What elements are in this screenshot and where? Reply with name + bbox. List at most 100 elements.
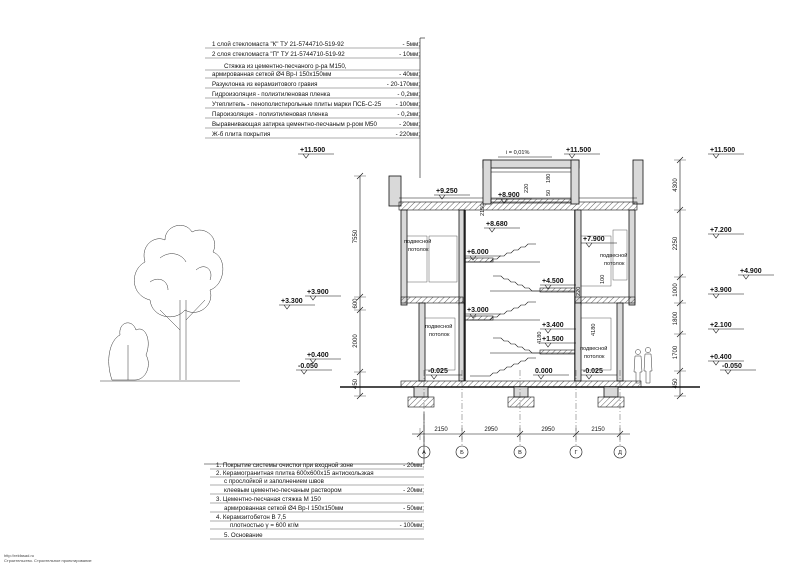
floor-layer-value: - 20мм; xyxy=(403,487,424,494)
level-l-3300: +3.300 xyxy=(281,298,303,305)
roof-layer-value: - 0,2мм; xyxy=(397,91,420,98)
inner-dimension: 180 xyxy=(546,174,552,183)
roof-layer-value: - 20мм; xyxy=(399,121,420,128)
inner-dimension: 4180 xyxy=(537,332,543,344)
floor-layer-name: плотностью γ = 600 кг/м xyxy=(230,522,299,529)
vertical-dimension: 4300 xyxy=(673,178,679,192)
inner-dimension: 100 xyxy=(600,275,606,284)
roof-layer-name: 2 слоя стекломаста "П" ТУ 21-5744710-519… xyxy=(212,51,345,58)
inner-dimension: 220 xyxy=(524,184,530,193)
ceiling-label: подвесной xyxy=(600,252,627,259)
floor-layer-name: 1. Покрытие системы очистки при входной … xyxy=(216,462,354,469)
axis-label: В xyxy=(518,450,522,456)
level-l-4900: +4.900 xyxy=(740,268,762,275)
floor-layer-value: - 100мм; xyxy=(400,522,425,529)
level-l-9250: +9.250 xyxy=(436,188,458,195)
level-l-8680: +8.680 xyxy=(486,221,508,228)
ceiling-labels: подвесной потолок подвесной потолок подвесно… xyxy=(404,238,627,360)
people-illustration xyxy=(633,347,653,384)
roof-layer-name: Разуклонка из керамзитового гравия xyxy=(212,81,317,88)
ceiling-label-line2: потолок xyxy=(429,332,450,338)
level-l-0025-a: -0.025 xyxy=(428,368,448,375)
floor-layer-name: 2. Керамогранитная плитка 600х600х15 ант… xyxy=(216,470,374,477)
level-l-3900-right: +3.900 xyxy=(710,287,732,294)
roof-layer-value: - 40мм; xyxy=(399,71,420,78)
inner-dimension: 220 xyxy=(576,287,582,296)
roof-layer-name: Утеплитель - пенополистирольные плиты ма… xyxy=(212,101,382,108)
level-l-3000: +3.000 xyxy=(467,307,489,314)
axis-label: Б xyxy=(460,450,464,456)
level-l-top-left: +11.500 xyxy=(300,147,325,154)
ceiling-label-line2: потолок xyxy=(584,354,605,360)
axis-dimension: 2950 xyxy=(541,427,555,433)
footer-credits: http://rekfasad.ru Строительство. Строит… xyxy=(4,553,92,563)
vertical-dimension: 2000 xyxy=(353,334,359,348)
level-marks: +11.500 +11.500 +11.500 +9.250 +8.900 +8.680 +… xyxy=(279,147,774,380)
level-l-top-right: +11.500 xyxy=(710,147,735,154)
level-l-0000: 0.000 xyxy=(535,368,553,375)
vertical-dimension: 7550 xyxy=(353,229,359,243)
inner-dimension: 4180 xyxy=(591,324,597,336)
ceiling-label: подвесной xyxy=(580,345,607,352)
level-l-top-mid: +11.500 xyxy=(566,147,591,154)
level-l-0400-left: +0.400 xyxy=(307,352,329,359)
roof-layer-name: армированная сеткой Ø4 Вр-I 150х150мм xyxy=(212,71,331,78)
floor-layer-name: 3. Цементно-песчаная стяжка М 150 xyxy=(216,496,321,503)
level-l-0400-right: +0.400 xyxy=(710,354,732,361)
inner-dimension: 50 xyxy=(546,190,552,196)
roof-layer-name: Стяжка из цементно-песчаного р-ра М150, xyxy=(224,63,347,70)
floor-layer-name: с прослойкой и заполнением швов xyxy=(224,478,325,485)
axis-dimension: 2950 xyxy=(484,427,498,433)
level-l-1500: +1.500 xyxy=(542,336,564,343)
level-l-3400: +3.400 xyxy=(542,322,564,329)
roof-layer-value: - 20-170мм; xyxy=(387,81,421,88)
roof-layer-name: Пароизоляция - полиэтиленовая пленка xyxy=(212,111,328,118)
roof-layers-legend: 1 слой стекломаста "К" ТУ 21-5744710-519… xyxy=(205,37,425,178)
svg-text:http://rekfasad.ru: http://rekfasad.ru xyxy=(4,553,34,558)
floor-layers-legend: 1. Покрытие системы очистки при входной … xyxy=(204,412,425,540)
floor-layer-value: - 20мм; xyxy=(403,462,424,469)
level-l-0050-right: -0.050 xyxy=(722,363,742,370)
vertical-dimension: 450 xyxy=(353,378,359,389)
ceiling-label: подвесной xyxy=(425,323,452,330)
level-l-4500: +4.500 xyxy=(542,278,564,285)
level-l-2100: +2.100 xyxy=(710,322,732,329)
floor-layer-name: 5. Основание xyxy=(224,532,263,539)
building-section xyxy=(340,159,700,408)
vertical-dimension: 1800 xyxy=(673,311,679,325)
roof-layer-value: - 100мм; xyxy=(396,101,421,108)
ceiling-label: подвесной xyxy=(404,238,431,245)
slope-label: i = 0,01% xyxy=(506,150,530,156)
roof-layer-value: - 0,2мм; xyxy=(397,111,420,118)
axis-label: Д xyxy=(618,450,622,456)
roof-layer-value: - 220мм; xyxy=(396,131,421,138)
level-l-6000: +6.000 xyxy=(467,249,489,256)
floor-layer-name: 4. Керамзитобетон В 7,5 xyxy=(216,514,287,521)
roof-layer-name: 1 слой стекломаста "К" ТУ 21-5744710-519… xyxy=(212,41,345,48)
vertical-dimension: 1000 xyxy=(673,283,679,297)
roof-layer-name: Ж-б плита покрытия xyxy=(212,131,270,138)
ceiling-label-line2: потолок xyxy=(604,261,625,267)
vertical-dimension: 2250 xyxy=(673,236,679,250)
level-l-0050-left: -0.050 xyxy=(298,363,318,370)
level-l-7200: +7.200 xyxy=(710,227,732,234)
floor-layer-name: армированная сеткой Ø4 Вр-I 150х150мм xyxy=(224,505,343,512)
roof-layer-name: Гидроизоляция - полиэтиленовая пленка xyxy=(212,91,331,98)
ceiling-label-line2: потолок xyxy=(408,247,429,253)
roof-layer-name: Выравнивающая затирка цементно-песчаным … xyxy=(212,121,377,128)
level-l-0025-b: -0.025 xyxy=(583,368,603,375)
vertical-dimensions-left: 7550 600 2000 450 xyxy=(353,172,366,400)
level-l-8900: +8.900 xyxy=(498,192,520,199)
roof-layer-value: - 10мм; xyxy=(399,51,420,58)
vertical-dimension: 1700 xyxy=(673,345,679,359)
svg-text:Строительство. Строительное пр: Строительство. Строительное проектирован… xyxy=(4,558,92,563)
axis-dimension: 2150 xyxy=(591,427,605,433)
vertical-dimension: 600 xyxy=(353,298,359,309)
roof-layer-value: - 5мм; xyxy=(403,41,421,48)
level-l-7900: +7.900 xyxy=(583,236,605,243)
floor-layer-name: клеевым цементно-песчаным раствором xyxy=(224,487,342,494)
